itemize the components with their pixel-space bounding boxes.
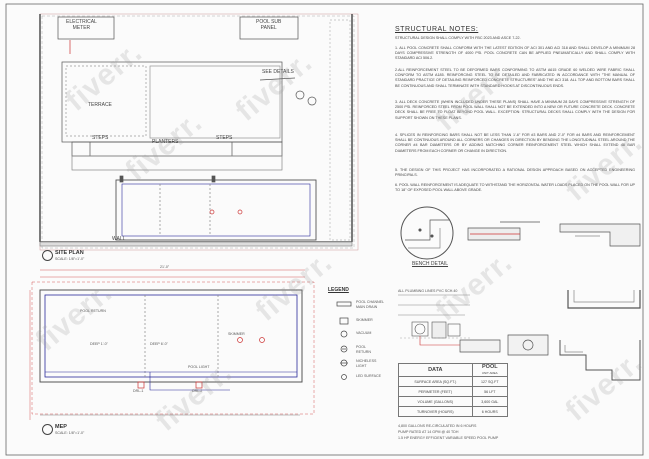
site-plan-scale: SCALE: 1/8"=1'-0" (55, 257, 85, 261)
planters-label: PLANTERS (152, 139, 179, 145)
steps-left-label: STEPS (92, 135, 109, 141)
legend-item-light: NICHELESS LIGHT (356, 359, 377, 368)
legend-item-led: LED SURFACE (356, 374, 381, 378)
mep-equipment-1: DRL-1 (133, 389, 144, 393)
pool-data-table: DATA POOL UNIT AREA SURFACE AREA (SQ.FT.… (398, 363, 509, 417)
structural-note-2: 2.ALL REINFORCEMENT STEEL TO BE DEFORMED… (395, 68, 635, 88)
terrace-label: TERRACE (88, 102, 112, 108)
pool-sub-panel-label: POOL SUB PANEL (256, 19, 282, 31)
table-row: VOLUME (GALLONS) 3,600 GAL (398, 396, 509, 407)
site-plan-title: SITE PLAN (55, 250, 84, 256)
table-cell: 3,600 GAL (471, 396, 509, 407)
structural-note-6: 6. POOL WALL REINFORCEMENT IS ADEQUATE T… (395, 183, 635, 193)
table-footer-1: 4,800 GALLONS RE-CIRCULATED IN 6 HOURS (398, 424, 477, 428)
steps-right-label: STEPS (216, 135, 233, 141)
mep-pool-light-label: POOL LIGHT (188, 365, 210, 369)
legend-title: LEGEND (328, 287, 349, 293)
table-footer-3: 1.5 HP ENERGY EFFICIENT VARIABLE SPEED P… (398, 436, 499, 440)
structural-note-3: 3. ALL DECK CONCRETE (WHEN INCLUDED UNDE… (395, 100, 635, 120)
mep-skimmer-label: SKIMMER (228, 332, 245, 336)
legend-item-channel-drain: POOL CHANNEL MAIN DRAIN (356, 300, 385, 309)
equipment-detail-drawing (398, 294, 470, 346)
structural-note-5: 5. THE DESIGN OF THIS PROJECT HAS INCORP… (395, 168, 635, 178)
bench-detail-title: BENCH DETAIL (412, 261, 449, 267)
table-header-pool: POOL UNIT AREA (471, 363, 509, 377)
structural-notes-title: STRUCTURAL NOTES: (395, 26, 479, 33)
site-plan-marker-icon (42, 250, 53, 261)
table-cell: 56 LFT (471, 386, 509, 397)
structural-note-1: 1. ALL POOL CONCRETE SHALL CONFORM WITH … (395, 46, 635, 61)
table-cell: 127 SQ.FT (471, 376, 509, 387)
equipment-note: ALL PLUMBING LINES PVC SCH.40 (398, 289, 458, 293)
table-subheader: UNIT AREA (481, 371, 498, 375)
mep-deep-left-label: DEEP 1'-0" (90, 342, 108, 346)
table-header-pool-label: POOL (482, 364, 498, 370)
mep-marker-icon (42, 424, 53, 435)
legend-item-skimmer: SKIMMER (356, 318, 373, 322)
mep-plan-drawing (29, 269, 315, 420)
structural-notes-intro: STRUCTURAL DESIGN SHALL COMPLY WITH FBC … (395, 36, 521, 40)
table-cell: SURFACE AREA (SQ.FT.) (398, 376, 473, 387)
table-cell: TURNOVER (HOURS) (398, 406, 473, 417)
mep-equipment-2: DRL-2 (192, 389, 203, 393)
mep-pool-return-label: POOL RETURN (80, 309, 106, 313)
mep-scale: SCALE: 1/8"=1'-0" (55, 431, 85, 435)
table-cell: 6 HOURS (471, 406, 509, 417)
table-cell: VOLUME (GALLONS) (398, 396, 473, 407)
site-plan-drawing (39, 13, 359, 251)
see-details-label: SEE DETAILS (262, 69, 294, 75)
table-footer-2: PUMP RATED AT 14 GPM @ 40 TDH (398, 430, 459, 434)
section-details-drawing (459, 223, 641, 381)
legend-item-vacuum: VACUUM (356, 331, 372, 335)
mep-deep-right-label: DEEP 6'-0" (150, 342, 168, 346)
table-cell: PERIMETER (FEET) (398, 386, 473, 397)
bench-detail-drawing (400, 206, 540, 260)
legend-item-return: POOL RETURN (356, 345, 371, 354)
electrical-meter-label: ELECTRICAL METER (66, 19, 97, 31)
mep-title: MEP (55, 424, 67, 430)
structural-note-4: 4. SPLICES IN REINFORCING BARS SHALL NOT… (395, 133, 635, 153)
mep-dimension-top: 21'-0" (160, 265, 170, 269)
legend-symbols (336, 301, 352, 380)
table-row: PERIMETER (FEET) 56 LFT (398, 386, 509, 397)
table-row: SURFACE AREA (SQ.FT.) 127 SQ.FT (398, 376, 509, 387)
table-row: TURNOVER (HOURS) 6 HOURS (398, 406, 509, 417)
table-header-data: DATA (398, 363, 473, 377)
wall-label: WALL (112, 236, 126, 242)
